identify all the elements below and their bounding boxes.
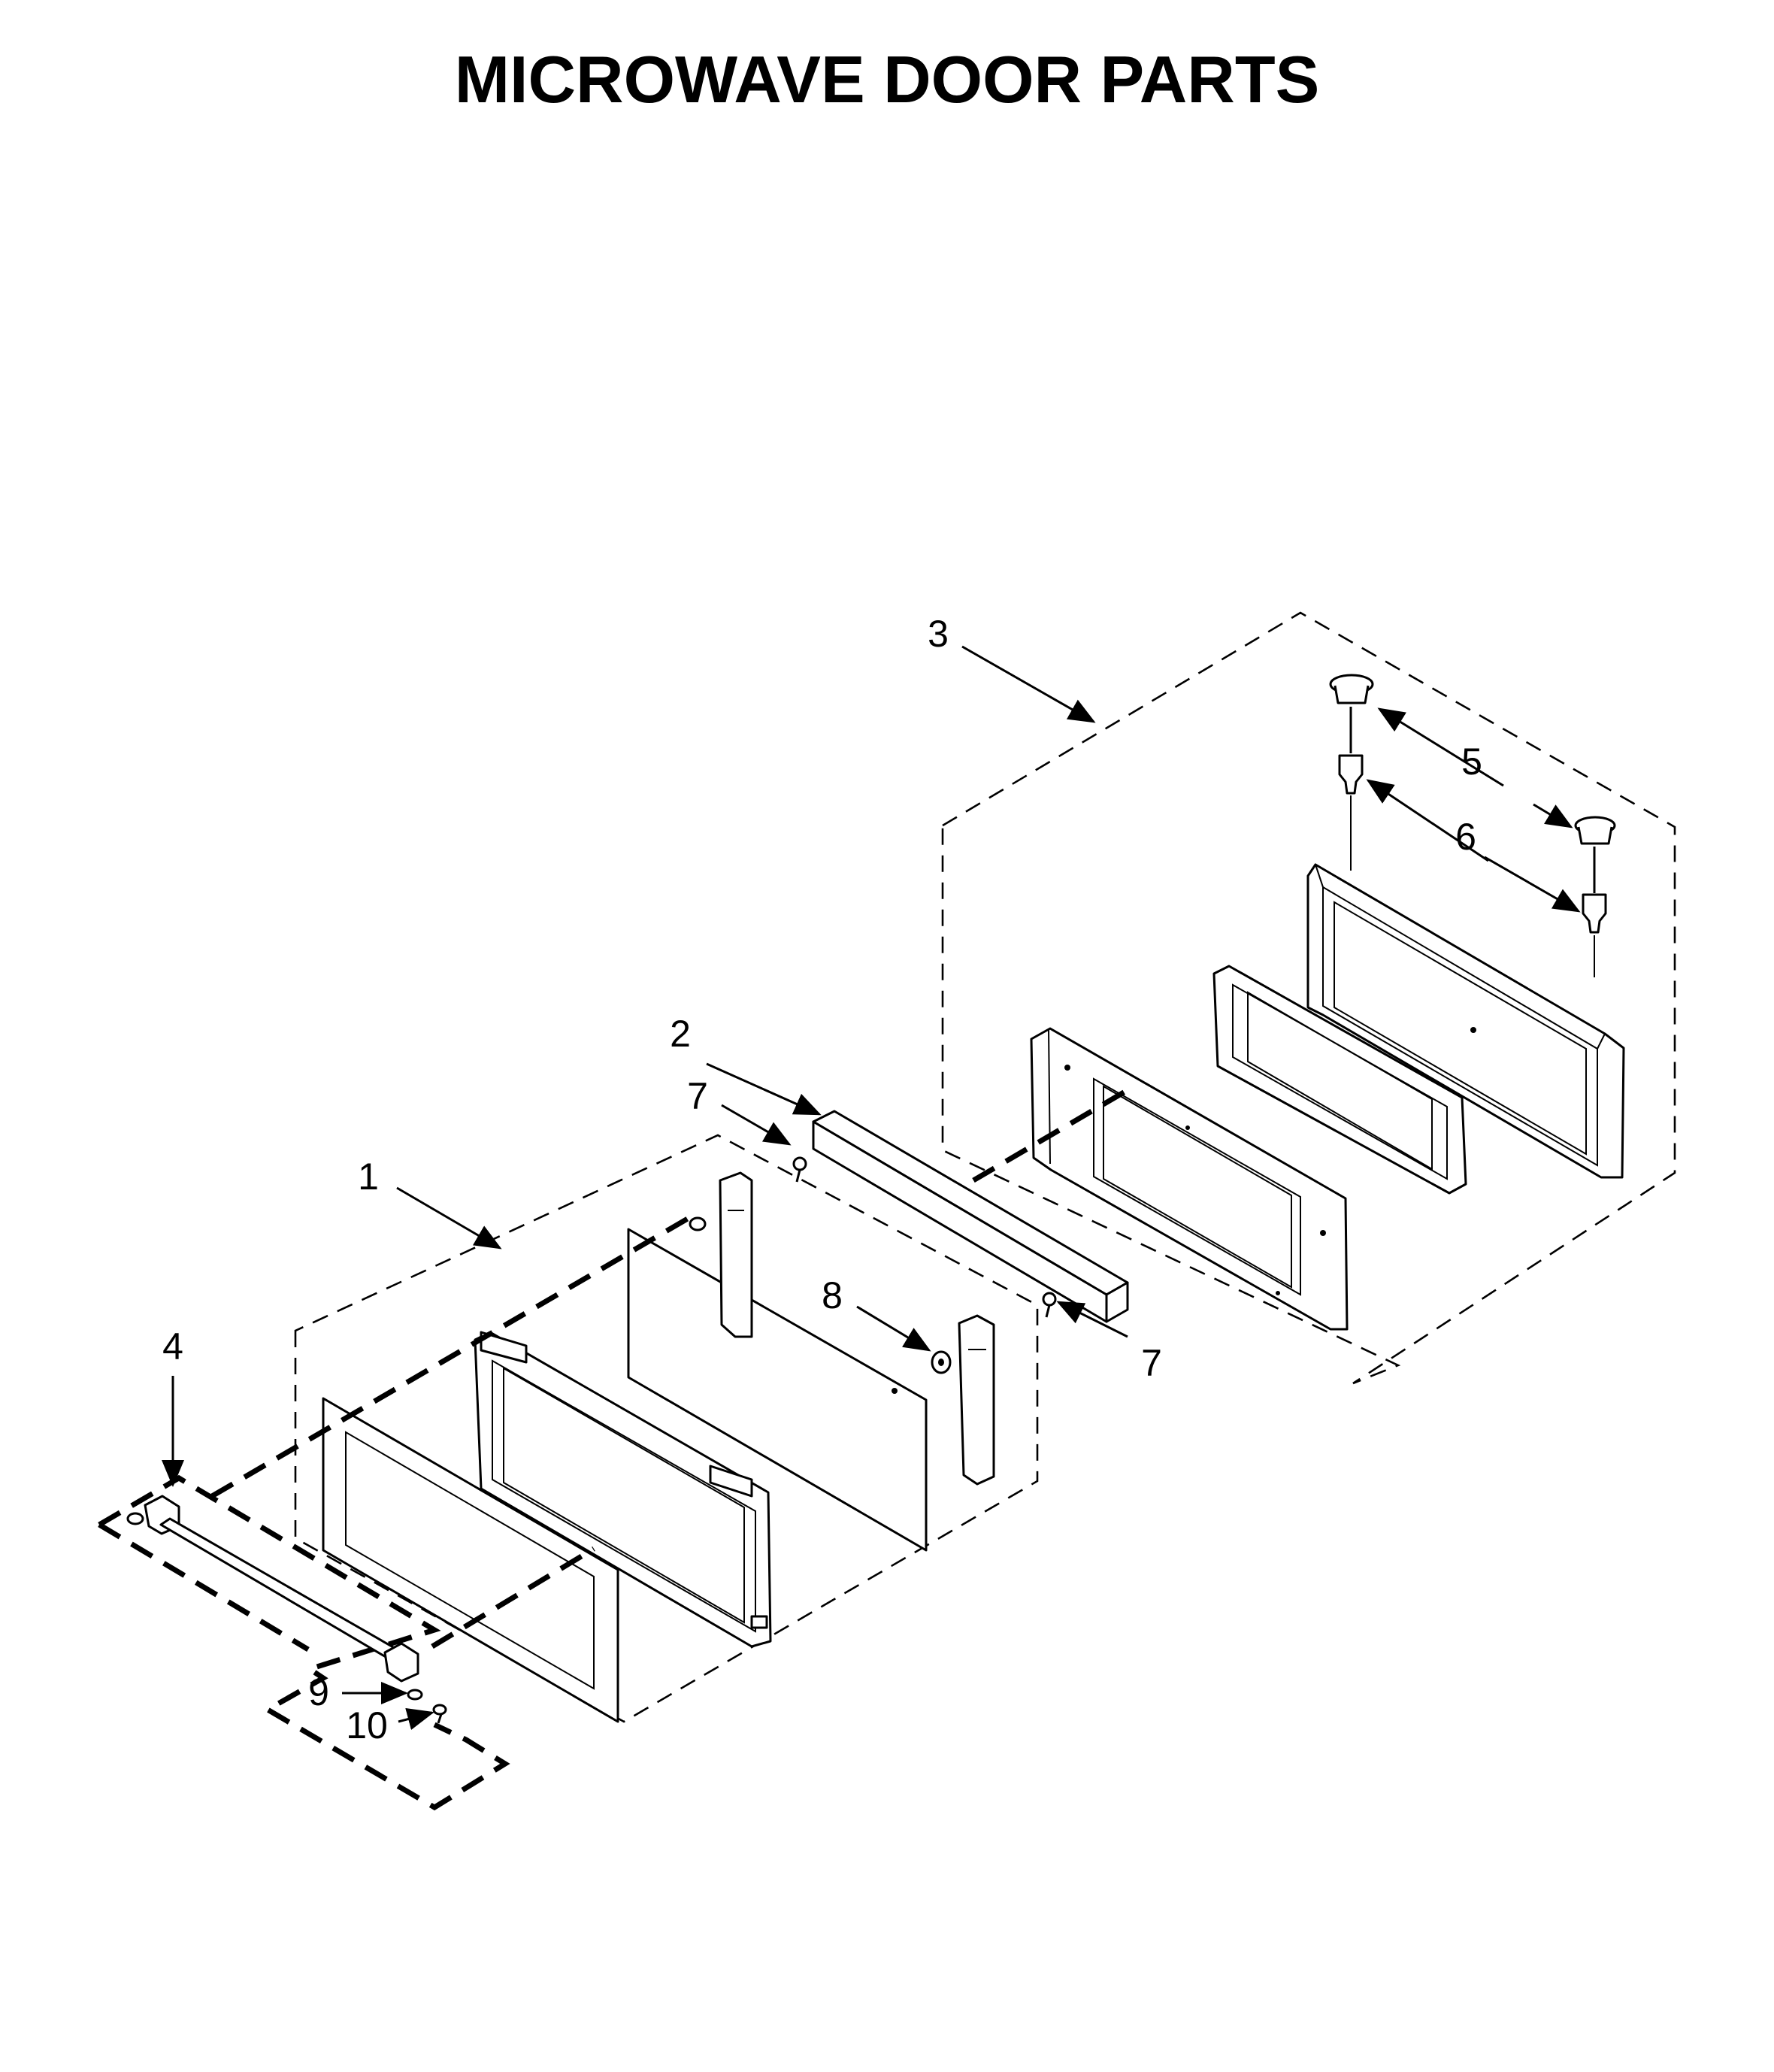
- part-1-glass-panel: [627, 1228, 928, 1552]
- callout-6: 6: [1455, 816, 1476, 858]
- part-3-middle-frame: [1212, 965, 1476, 1195]
- group-1-outline: [294, 1134, 1039, 1723]
- part-10-screw: [432, 1704, 447, 1724]
- callout-9: 9: [308, 1671, 329, 1713]
- callout-7-upper: 7: [687, 1075, 708, 1117]
- callout-arrows: [162, 645, 1581, 1730]
- group-3-outline: [941, 611, 1676, 1385]
- part-1-bracket-left: [719, 1171, 753, 1338]
- callout-5: 5: [1461, 741, 1482, 783]
- callout-4: 4: [162, 1325, 183, 1368]
- alignment-line-2: [972, 1087, 1129, 1183]
- part-1-inner-frame: [474, 1331, 772, 1648]
- part-5-cap-upper: [1329, 674, 1374, 704]
- part-5-cap-lower: [1574, 816, 1616, 845]
- part-6-screw-upper: [1338, 754, 1364, 795]
- callout-10: 10: [346, 1704, 388, 1746]
- part-9-washer: [407, 1689, 423, 1701]
- part-3-front-plate: [1030, 1027, 1349, 1331]
- part-7-screw-right: [1042, 1292, 1057, 1318]
- part-1-washer: [689, 1216, 707, 1231]
- part-1-outer-panel: [322, 1397, 619, 1723]
- part-7-screw-left: [792, 1156, 807, 1183]
- alignment-line-1b: [431, 1546, 595, 1649]
- part-2-choke-bar: [812, 1110, 1129, 1323]
- part-4-handle: [126, 1495, 419, 1683]
- part-8-grommet: [931, 1350, 952, 1374]
- callout-1: 1: [358, 1156, 379, 1198]
- callout-3: 3: [928, 613, 949, 655]
- group-4-outline: [98, 1474, 510, 1811]
- callout-labels: 1 2 3 4 5 6 7 7 8 9 10: [162, 613, 1482, 1746]
- callout-8: 8: [822, 1274, 843, 1316]
- part-1-bracket-right: [958, 1314, 995, 1486]
- part-3-rear-frame: [1306, 863, 1625, 1179]
- callout-7-lower: 7: [1141, 1342, 1162, 1384]
- callout-2: 2: [670, 1013, 691, 1055]
- diagram-title: MICROWAVE DOOR PARTS: [455, 42, 1320, 117]
- part-6-screw-lower: [1582, 893, 1607, 934]
- alignment-line-1a: [210, 1211, 697, 1499]
